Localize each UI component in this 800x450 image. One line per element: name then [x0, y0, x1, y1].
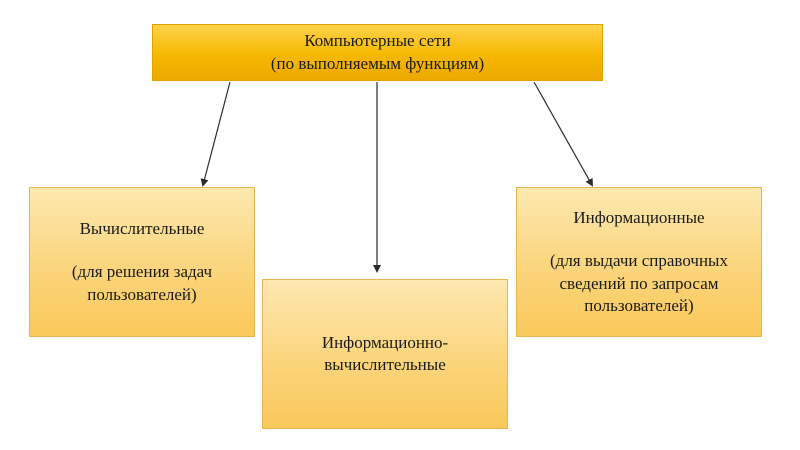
node-info-computational-title-line2: вычислительные	[324, 355, 446, 374]
node-informational-note-line3: пользователей)	[584, 295, 694, 315]
node-computational-title: Вычислительные	[79, 219, 205, 239]
arrow-to-informational	[533, 81, 593, 187]
node-computational: Вычислительные (для решения задач пользо…	[29, 187, 255, 337]
node-informational-note-line2: сведений по запросам	[559, 273, 719, 293]
node-info-computational: Информационно- вычислительные	[262, 279, 508, 429]
node-informational: Информационные (для выдачи справочных св…	[516, 187, 762, 337]
node-computational-note-line2: пользователей)	[87, 284, 197, 304]
node-informational-note-line1: (для выдачи справочных	[550, 251, 728, 271]
root-node-title: Компьютерные сети	[304, 31, 451, 51]
node-info-computational-title-line1: Информационно-	[321, 332, 449, 352]
node-informational-title: Информационные	[573, 208, 705, 228]
root-node-computer-networks: Компьютерные сети (по выполняемым функци…	[152, 24, 603, 81]
root-node-subtitle: (по выполняемым функциям)	[270, 53, 485, 73]
arrow-to-computational	[200, 81, 231, 187]
node-computational-note-line1: (для решения задач	[71, 262, 213, 282]
